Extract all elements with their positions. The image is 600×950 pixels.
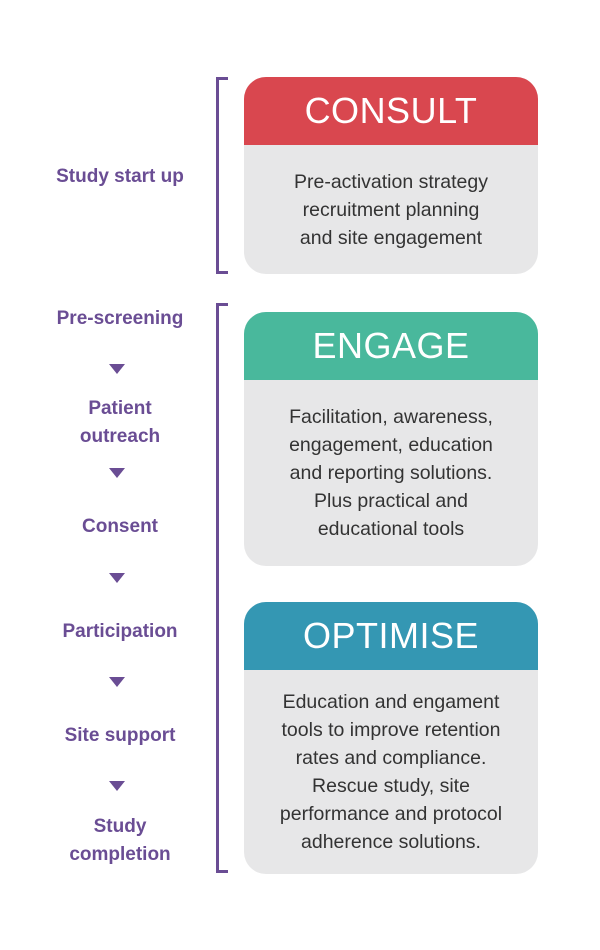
down-arrow-icon	[109, 364, 125, 374]
card-optimise-title: OPTIMISE	[244, 602, 538, 670]
card-engage: ENGAGE Facilitation, awareness, engageme…	[244, 312, 538, 566]
card-engage-body-line: Plus practical and	[314, 490, 468, 512]
card-consult-body-line: recruitment planning	[302, 198, 480, 221]
stage-participation: Participation	[62, 621, 178, 642]
card-engage-body-line: Facilitation, awareness,	[289, 406, 493, 428]
card-optimise: OPTIMISE Education and engament tools to…	[244, 602, 538, 874]
stage-study-completion-line-1: Study	[93, 816, 147, 837]
card-optimise-body-line: Rescue study, site	[312, 775, 470, 797]
bracket-engage-optimise	[216, 303, 228, 873]
stage-pre-screening: Pre-screening	[56, 308, 184, 329]
card-engage-title: ENGAGE	[244, 312, 538, 380]
card-optimise-body: Education and engament tools to improve …	[244, 670, 538, 874]
stage-patient-outreach-line-1: Patient	[88, 398, 152, 419]
stage-consent: Consent	[82, 516, 158, 537]
stage-study-completion: Study completion	[30, 813, 210, 869]
down-arrow-icon	[109, 781, 125, 791]
card-engage-body-line: educational tools	[317, 518, 465, 540]
card-consult-body: Pre-activation strategy recruitment plan…	[244, 145, 538, 274]
card-consult-body-line: and site engagement	[299, 226, 483, 249]
card-optimise-body-line: Education and engament	[282, 691, 500, 713]
card-consult: CONSULT Pre-activation strategy recruitm…	[244, 77, 538, 274]
card-consult-body-line: Pre-activation strategy	[293, 170, 488, 193]
stage-study-completion-line-2: completion	[69, 844, 171, 865]
card-optimise-body-line: tools to improve retention	[281, 719, 501, 741]
card-optimise-body-line: performance and protocol	[279, 803, 503, 825]
stage-patient-outreach-line-2: outreach	[79, 426, 161, 447]
down-arrow-icon	[109, 677, 125, 687]
down-arrow-icon	[109, 468, 125, 478]
stage-site-support: Site support	[64, 725, 176, 746]
card-engage-body: Facilitation, awareness, engagement, edu…	[244, 380, 538, 566]
card-optimise-body-line: rates and compliance.	[295, 747, 487, 769]
card-optimise-body-line: adherence solutions.	[301, 831, 481, 853]
card-consult-title: CONSULT	[244, 77, 538, 145]
down-arrow-icon	[109, 573, 125, 583]
card-engage-body-line: and reporting solutions.	[289, 462, 493, 484]
stage-patient-outreach: Patient outreach	[30, 395, 210, 451]
stage-study-start-up: Study start up	[56, 166, 184, 187]
bracket-consult	[216, 77, 228, 274]
card-engage-body-line: engagement, education	[289, 434, 493, 456]
